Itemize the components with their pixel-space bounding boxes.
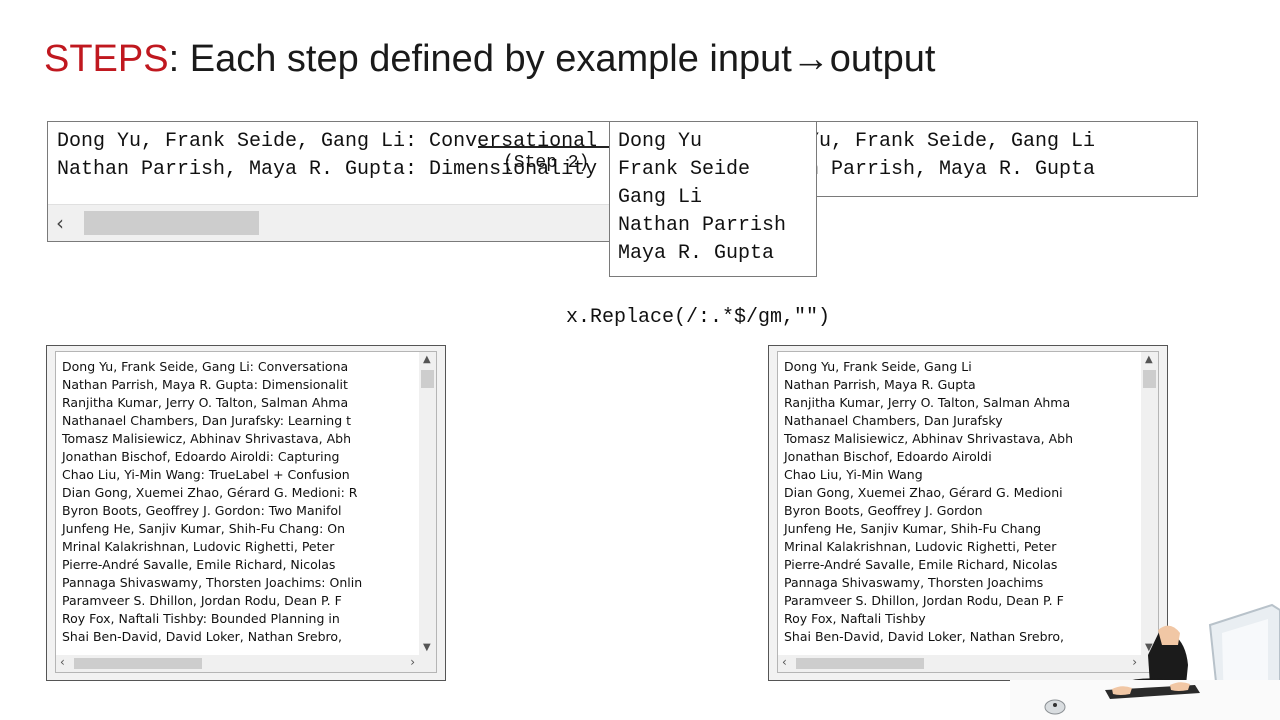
list-item: Ranjitha Kumar, Jerry O. Talton, Salman … — [784, 395, 1071, 410]
split-name-line: Dong Yu — [618, 130, 703, 153]
list-item: Dong Yu, Frank Seide, Gang Li: Conversat… — [62, 359, 349, 374]
list-item: Pannaga Shivaswamy, Thorsten Joachims: O… — [62, 575, 363, 590]
list-item: Tomasz Malisiewicz, Abhinav Shrivastava,… — [784, 431, 1074, 446]
list-item: Byron Boots, Geoffrey J. Gordon: Two Man… — [62, 503, 342, 518]
list-item: Pierre-André Savalle, Emile Richard, Nic… — [784, 557, 1058, 572]
person-at-computer-illustration — [1010, 603, 1280, 720]
input-textarea[interactable]: Dong Yu, Frank Seide, Gang Li: Conversat… — [55, 351, 437, 673]
list-item: Mrinal Kalakrishnan, Ludovic Righetti, P… — [62, 539, 335, 554]
list-item: Nathanael Chambers, Dan Jurafsky — [784, 413, 1003, 428]
list-item: Jonathan Bischof, Edoardo Airoldi: Captu… — [62, 449, 340, 464]
example-input-lines: Dong Yu, Frank Seide, Gang Li: Conversat… — [57, 128, 597, 184]
chevron-down-icon[interactable]: ▼ — [423, 642, 431, 653]
example-input-line: Nathan Parrish, Maya R. Gupta: Dimension… — [57, 158, 598, 181]
output-rows: Dong Yu, Frank Seide, Gang Li Nathan Par… — [784, 358, 1073, 646]
connector-line — [478, 146, 611, 148]
example-output-box[interactable]: Dong Yu, Frank Seide, Gang Li Nathan Par… — [798, 121, 1198, 197]
replace-code: x.Replace(/:.*$/gm,"") — [566, 306, 831, 329]
chevron-left-icon[interactable]: ‹ — [782, 655, 787, 669]
split-names-lines: Dong Yu Frank Seide Gang Li Nathan Parri… — [618, 128, 786, 268]
chevron-up-icon[interactable]: ▲ — [1145, 354, 1153, 365]
scrollbar-thumb[interactable] — [1143, 370, 1156, 388]
list-item: Roy Fox, Naftali Tishby: Bounded Plannin… — [62, 611, 340, 626]
list-item: Tomasz Malisiewicz, Abhinav Shrivastava,… — [62, 431, 352, 446]
example-input-box[interactable]: Dong Yu, Frank Seide, Gang Li: Conversat… — [47, 121, 617, 242]
chevron-up-icon[interactable]: ▲ — [423, 354, 431, 365]
output-textarea-frame: Dong Yu, Frank Seide, Gang Li Nathan Par… — [768, 345, 1168, 681]
chevron-down-icon[interactable]: ▼ — [1145, 642, 1153, 653]
list-item: Shai Ben-David, David Loker, Nathan Sreb… — [62, 629, 343, 644]
horizontal-scrollbar[interactable]: ‹ › — [778, 655, 1141, 672]
list-item: Junfeng He, Sanjiv Kumar, Shih-Fu Chang:… — [62, 521, 346, 536]
scrollbar-thumb[interactable] — [74, 658, 202, 669]
scrollbar-corner — [419, 655, 436, 672]
split-name-line: Maya R. Gupta — [618, 242, 775, 265]
list-item: Dong Yu, Frank Seide, Gang Li — [784, 359, 972, 374]
horizontal-scrollbar[interactable]: ‹ — [48, 204, 616, 241]
chevron-right-icon[interactable]: › — [410, 655, 415, 669]
list-item: Jonathan Bischof, Edoardo Airoldi — [784, 449, 992, 464]
list-item: Paramveer S. Dhillon, Jordan Rodu, Dean … — [62, 593, 342, 608]
list-item: Pannaga Shivaswamy, Thorsten Joachims — [784, 575, 1044, 590]
example-output-line: Dong Yu, Frank Seide, Gang Li — [807, 130, 1096, 153]
chevron-left-icon[interactable]: ‹ — [60, 655, 65, 669]
output-textarea[interactable]: Dong Yu, Frank Seide, Gang Li Nathan Par… — [777, 351, 1159, 673]
chevron-right-icon[interactable]: › — [1132, 655, 1137, 669]
example-input-line: Dong Yu, Frank Seide, Gang Li: Conversat… — [57, 130, 598, 153]
split-name-line: Nathan Parrish — [618, 214, 787, 237]
split-name-line: Gang Li — [618, 186, 703, 209]
list-item: Byron Boots, Geoffrey J. Gordon — [784, 503, 983, 518]
example-output-line: Nathan Parrish, Maya R. Gupta — [799, 158, 1096, 181]
list-item: Shai Ben-David, David Loker, Nathan Sreb… — [784, 629, 1065, 644]
list-item: Ranjitha Kumar, Jerry O. Talton, Salman … — [62, 395, 349, 410]
scrollbar-thumb[interactable] — [84, 211, 259, 235]
list-item: Pierre-André Savalle, Emile Richard, Nic… — [62, 557, 336, 572]
list-item: Dian Gong, Xuemei Zhao, Gérard G. Medion… — [784, 485, 1063, 500]
list-item: Nathanael Chambers, Dan Jurafsky: Learni… — [62, 413, 352, 428]
list-item: Chao Liu, Yi-Min Wang: TrueLabel + Confu… — [62, 467, 350, 482]
chevron-left-icon[interactable]: ‹ — [56, 211, 64, 235]
vertical-scrollbar[interactable]: ▲ ▼ — [1141, 352, 1158, 655]
vertical-scrollbar[interactable]: ▲ ▼ — [419, 352, 436, 655]
scrollbar-thumb[interactable] — [796, 658, 924, 669]
split-name-line: Frank Seide — [618, 158, 751, 181]
list-item: Chao Liu, Yi-Min Wang — [784, 467, 923, 482]
title-text: : Each step defined by example input→out… — [168, 38, 936, 80]
list-item: Nathan Parrish, Maya R. Gupta: Dimension… — [62, 377, 348, 392]
list-item: Junfeng He, Sanjiv Kumar, Shih-Fu Chang — [784, 521, 1042, 536]
list-item: Mrinal Kalakrishnan, Ludovic Righetti, P… — [784, 539, 1057, 554]
title-keyword: STEPS — [44, 38, 169, 80]
scrollbar-thumb[interactable] — [421, 370, 434, 388]
input-rows: Dong Yu, Frank Seide, Gang Li: Conversat… — [62, 358, 362, 646]
split-names-box[interactable]: Dong Yu Frank Seide Gang Li Nathan Parri… — [609, 121, 817, 277]
step-caption: (Step 2) — [503, 153, 590, 173]
horizontal-scrollbar[interactable]: ‹ › — [56, 655, 419, 672]
input-textarea-frame: Dong Yu, Frank Seide, Gang Li: Conversat… — [46, 345, 446, 681]
list-item: Nathan Parrish, Maya R. Gupta — [784, 377, 976, 392]
list-item: Dian Gong, Xuemei Zhao, Gérard G. Medion… — [62, 485, 358, 500]
list-item: Paramveer S. Dhillon, Jordan Rodu, Dean … — [784, 593, 1064, 608]
slide-title: STEPS: Each step defined by example inpu… — [44, 38, 935, 81]
list-item: Roy Fox, Naftali Tishby — [784, 611, 926, 626]
example-output-lines: Dong Yu, Frank Seide, Gang Li Nathan Par… — [799, 128, 1096, 184]
